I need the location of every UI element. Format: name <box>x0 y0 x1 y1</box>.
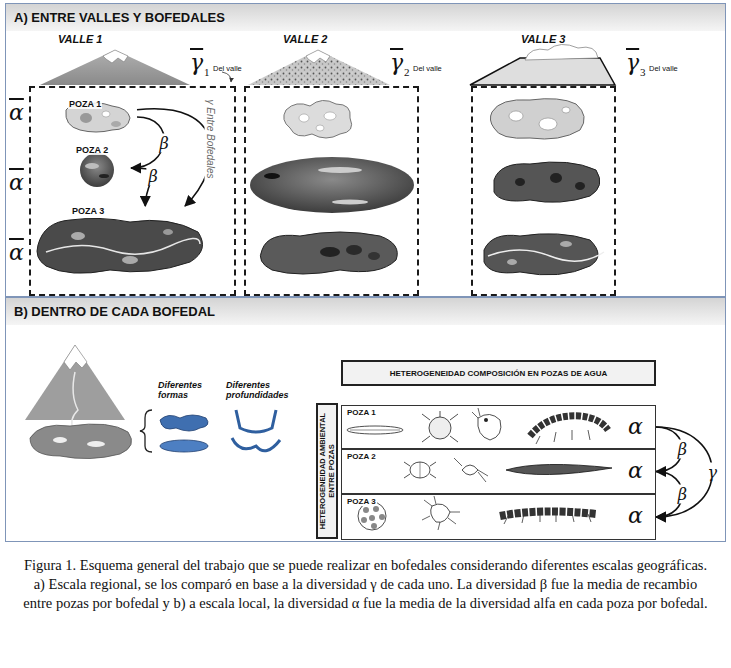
pond-name: POZA 3 <box>71 206 105 216</box>
pond-name: POZA 1 <box>346 408 377 417</box>
caption: Figura 1. Esquema general del trabajo qu… <box>22 556 709 613</box>
pond-name: POZA 2 <box>75 145 109 155</box>
table-row: POZA 1 α <box>341 405 656 449</box>
edge-label: β <box>676 440 689 459</box>
pond-name: POZA 2 <box>346 452 377 461</box>
valley-name: VALLE 1 <box>58 33 102 45</box>
alpha-symbol: α <box>9 170 24 195</box>
alpha-symbol: α <box>628 414 643 439</box>
gamma-symbol: γ <box>190 50 203 75</box>
valley-name: VALLE 3 <box>521 33 565 45</box>
pond: POZA 1 <box>65 99 137 135</box>
alpha-symbol: α <box>628 458 643 483</box>
subscript: 3 <box>640 66 646 78</box>
valley-box: VALLE 2 <box>244 86 419 296</box>
pond: POZA 2 <box>73 145 131 191</box>
panel: A) ENTRE VALLES Y BOFEDALES VALLE 1 POZA 1… <box>5 3 726 297</box>
note: Del valle <box>213 64 242 73</box>
edge-label: γ Entre Bofedales <box>204 98 215 181</box>
table: HETEROGENEIDAD COMPOSICIÓN EN POZAS DE A… <box>316 358 656 541</box>
edge-label: β <box>157 133 170 152</box>
alpha-symbol: α <box>9 100 24 125</box>
panel-title: B) DENTRO DE CADA BOFEDAL <box>14 304 215 319</box>
edge-label: γ <box>705 463 719 482</box>
pond-name: POZA 1 <box>68 99 102 109</box>
edge-label: β <box>147 166 160 185</box>
table-row: POZA 3 α <box>341 494 656 540</box>
subscript: 2 <box>404 66 410 78</box>
note: Diferentes formas <box>158 380 220 400</box>
panel-title: A) ENTRE VALLES Y BOFEDALES <box>14 10 225 25</box>
alpha-symbol: α <box>9 240 24 265</box>
subscript: 1 <box>204 66 210 78</box>
alpha-symbol: α <box>628 503 643 528</box>
valley-box: VALLE 3 <box>471 86 616 296</box>
valley-name: VALLE 2 <box>283 33 327 45</box>
note: Del valle <box>649 64 678 73</box>
table-side-header: HETEROGENEIDAD AMBIENTAL ENTRE POZAS <box>316 403 338 539</box>
table-header: HETEROGENEIDAD COMPOSICIÓN EN POZAS DE A… <box>341 360 656 386</box>
note: Diferentes profundidades <box>226 380 304 400</box>
note: Del valle <box>413 64 442 73</box>
pond: POZA 3 <box>38 206 211 281</box>
pond-name: POZA 3 <box>346 497 377 506</box>
gamma-symbol: γ <box>390 50 403 75</box>
table-row: POZA 2 α <box>341 449 656 494</box>
panel: B) DENTRO DE CADA BOFEDAL HETEROGENEIDAD … <box>5 297 726 542</box>
edge-label: β <box>676 485 689 504</box>
gamma-symbol: γ <box>626 50 639 75</box>
